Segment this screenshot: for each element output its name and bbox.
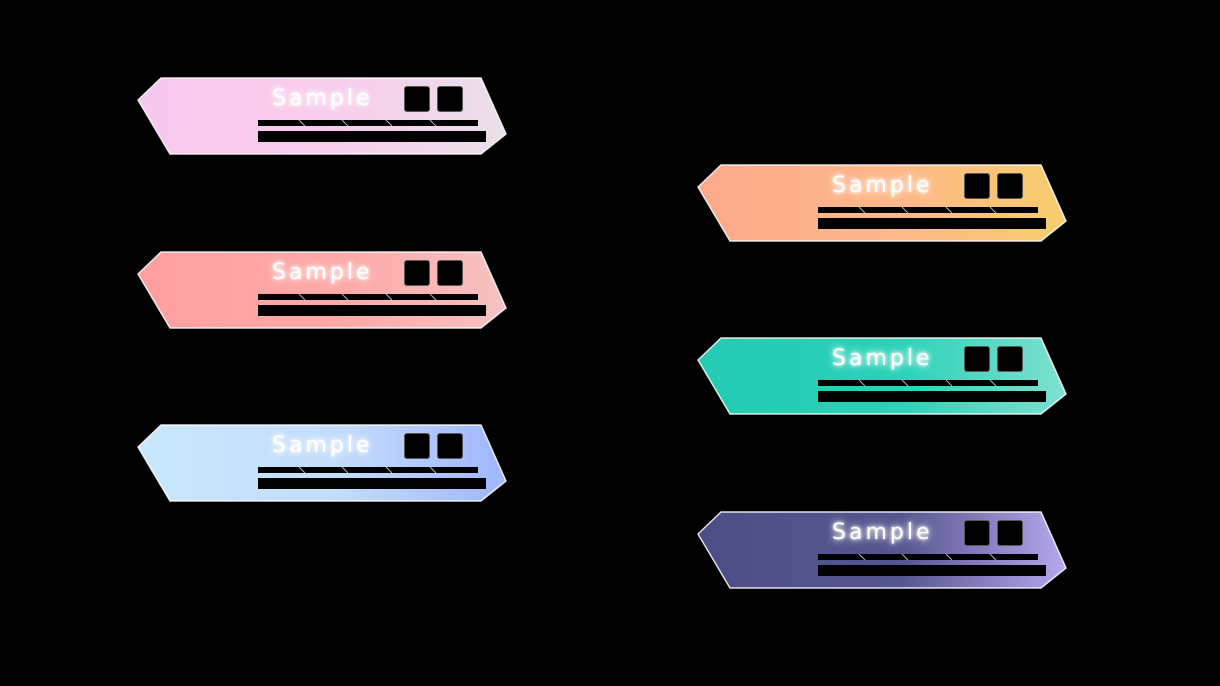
plate-label: Sample bbox=[272, 433, 373, 458]
name-plate-blue: Sample bbox=[136, 423, 508, 503]
stripe-bars bbox=[258, 294, 486, 316]
stripe-bars bbox=[818, 207, 1046, 229]
name-plate-indigo: Sample bbox=[696, 510, 1068, 590]
stripe-bars bbox=[258, 120, 486, 142]
square-slot bbox=[997, 520, 1023, 546]
square-slot bbox=[964, 173, 990, 199]
square-slot bbox=[404, 86, 430, 112]
stripe-bars bbox=[818, 380, 1046, 402]
plate-label: Sample bbox=[832, 173, 933, 198]
square-slot bbox=[997, 346, 1023, 372]
stripe-dividers bbox=[858, 379, 997, 387]
name-plate-teal: Sample bbox=[696, 336, 1068, 416]
name-plate-orange: Sample bbox=[696, 163, 1068, 243]
square-slot bbox=[437, 86, 463, 112]
plate-label: Sample bbox=[832, 520, 933, 545]
stripe-bars bbox=[258, 467, 486, 489]
stripe-dividers bbox=[858, 206, 997, 214]
square-slot bbox=[964, 520, 990, 546]
square-slot bbox=[404, 433, 430, 459]
square-slot bbox=[997, 173, 1023, 199]
name-plate-coral: Sample bbox=[136, 250, 508, 330]
square-slot bbox=[964, 346, 990, 372]
stripe-dividers bbox=[298, 119, 437, 127]
plate-label: Sample bbox=[272, 86, 373, 111]
square-slot bbox=[437, 433, 463, 459]
stripe-dividers bbox=[858, 553, 997, 561]
square-slot bbox=[404, 260, 430, 286]
stripe-dividers bbox=[298, 466, 437, 474]
stripe-dividers bbox=[298, 293, 437, 301]
plate-label: Sample bbox=[832, 346, 933, 371]
name-plate-pink: Sample bbox=[136, 76, 508, 156]
square-slot bbox=[437, 260, 463, 286]
plate-label: Sample bbox=[272, 260, 373, 285]
stripe-bars bbox=[818, 554, 1046, 576]
